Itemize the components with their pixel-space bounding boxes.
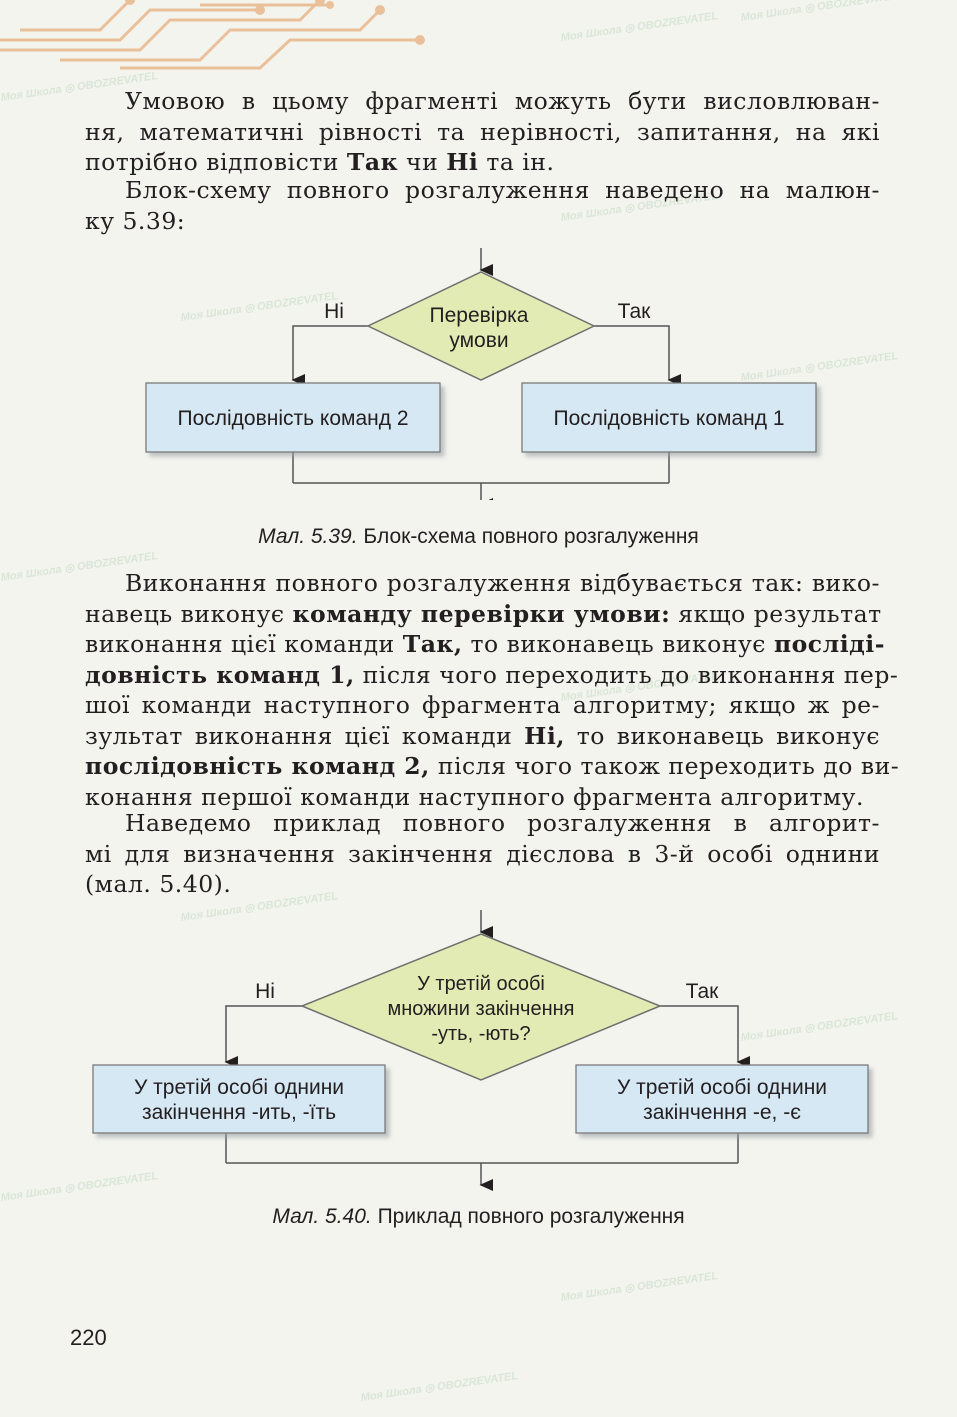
text-line: ня, математичні рівності та нерівності, … [85,117,880,146]
text-line: конання першої команди наступного фрагме… [85,782,864,811]
condition-line: умови [449,329,508,352]
text-line: виконання цієї команди Так, то виконавец… [85,630,885,658]
text-line: зультат виконання цієї команди Ні, то ви… [85,721,880,750]
flowchart-5-40: У третій особі множини закінчення -уть, … [0,905,957,1195]
block-label: закінчення -ить, -їть [142,1101,336,1124]
text-line: ку 5.39: [85,206,186,235]
no-label: Ні [324,300,344,323]
text-line: шої команди наступного фрагмента алгорит… [85,691,880,719]
process-block-left [92,1064,386,1134]
text-line: (мал. 5.40). [85,870,232,898]
condition-line: -уть, -ють? [431,1023,530,1045]
flowchart-5-39: Перевірка умови Ні Так Послідовність ком… [0,240,957,500]
text-line: Виконання повного розгалуження відбуваєт… [125,569,880,597]
block-label: закінчення -е, -є [643,1101,801,1124]
yes-label: Так [686,980,720,1003]
paragraph-1: Умовою в цьому фрагменті можуть бути вис… [85,86,880,178]
text-line: Умовою в цьому фрагменті можуть бути вис… [125,87,880,115]
condition-diamond [366,271,596,381]
block-label: Послідовність команд 1 [553,407,784,430]
process-block-right [575,1064,869,1134]
paragraph-2: Блок-схему повного розгалуження наведено… [85,175,880,236]
no-label: Ні [255,980,275,1003]
condition-line: Перевірка [430,304,529,327]
block-label: Послідовність команд 2 [177,407,408,430]
text-line: Блок-схему повного розгалуження наведено… [125,176,880,204]
text-line: послідовність команд 2, після чого також… [85,752,900,780]
paragraph-3: Виконання повного розгалуження відбуваєт… [85,568,900,812]
condition-line: У третій особі [417,973,545,995]
condition-diamond [300,933,662,1081]
text-line: потрібно відповісти Так чи Ні та ін. [85,148,555,176]
text-line: навець виконує команду перевірки умови: … [85,599,882,628]
block-label: У третій особі однини [617,1076,827,1099]
process-block-1 [521,382,817,453]
page-number: 220 [70,1325,107,1350]
block-label: У третій особі однини [134,1076,344,1099]
text-line: довність команд 1, після чого переходить… [85,660,899,689]
figure-caption-5-39: Мал. 5.39. Блок-схема повного розгалужен… [258,525,699,548]
paragraph-4: Наведемо приклад повного розгалуження в … [85,808,880,900]
text-line: мі для визначення закінчення дієслова в … [85,839,880,868]
text-line: Наведемо приклад повного розгалуження в … [125,809,880,837]
process-block-2 [145,382,441,453]
yes-label: Так [618,300,652,323]
circuit-decoration [0,0,425,70]
figure-caption-5-40: Мал. 5.40. Приклад повного розгалуження [272,1205,685,1228]
condition-line: множини закінчення [387,998,574,1020]
